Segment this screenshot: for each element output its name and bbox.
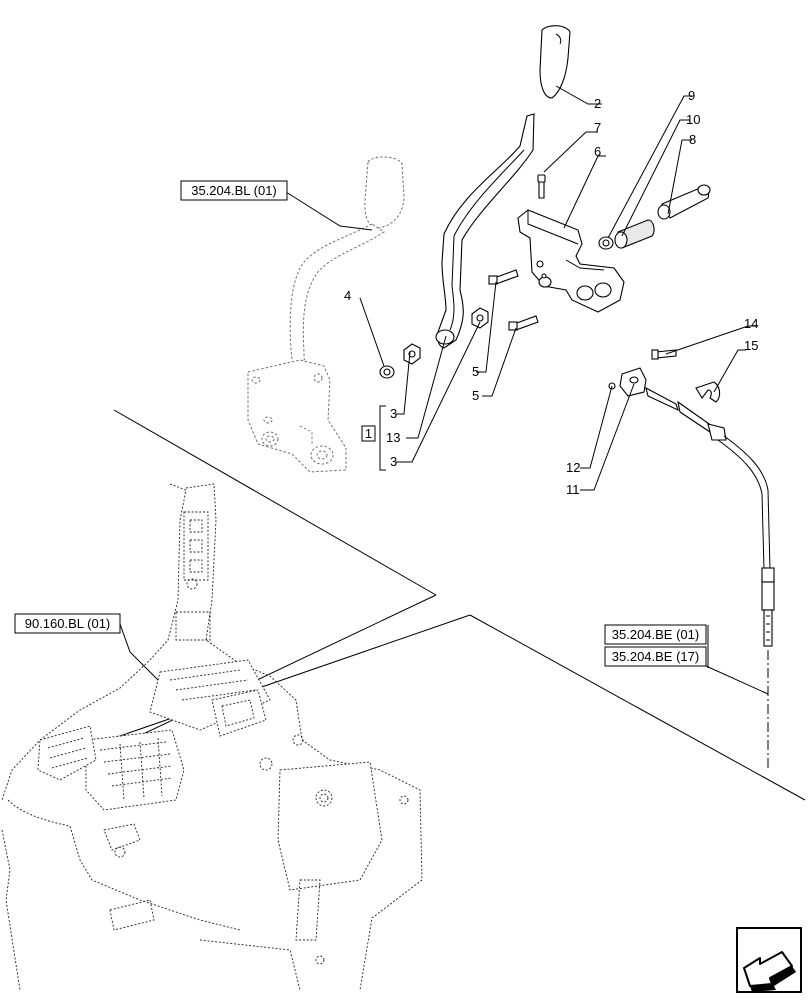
next-page-arrow-icon[interactable] bbox=[736, 927, 802, 993]
callout-8: 8 bbox=[689, 132, 696, 147]
reference-lever-ghost bbox=[247, 156, 405, 473]
callout-12: 12 bbox=[566, 460, 580, 475]
group-bracket: 1 bbox=[361, 405, 386, 471]
gear-lever bbox=[435, 113, 535, 349]
ref-box-cable-1[interactable]: 35.204.BE (01) bbox=[604, 624, 707, 645]
knob-part-2 bbox=[539, 25, 571, 99]
washer-part-4 bbox=[379, 365, 395, 379]
group-label: 1 bbox=[365, 426, 372, 441]
callout-7: 7 bbox=[594, 120, 601, 135]
callout-leaders bbox=[119, 85, 769, 695]
ref-label-cable-2: 35.204.BE (17) bbox=[612, 649, 699, 664]
callout-2: 2 bbox=[594, 96, 601, 111]
ref-label-cab: 90.160.BL (01) bbox=[25, 616, 111, 631]
callout-6: 6 bbox=[594, 144, 601, 159]
callout-numbers: 2 7 6 9 10 8 4 5 5 3 13 3 14 15 12 11 bbox=[344, 88, 758, 497]
ref-label-cable-1: 35.204.BE (01) bbox=[612, 627, 699, 642]
callout-10: 10 bbox=[686, 112, 700, 127]
bushing-set-9-10-8 bbox=[598, 184, 711, 250]
cable-body bbox=[645, 386, 775, 770]
nut-part-3-left bbox=[403, 343, 421, 365]
ref-label-lever-assembly: 35.204.BL (01) bbox=[191, 183, 277, 198]
callout-13: 13 bbox=[386, 430, 400, 445]
ref-box-lever-assembly[interactable]: 35.204.BL (01) bbox=[180, 180, 288, 201]
callout-5-upper: 5 bbox=[472, 364, 479, 379]
cab-ghost-view bbox=[1, 483, 423, 991]
callout-4: 4 bbox=[344, 288, 351, 303]
callout-15: 15 bbox=[744, 338, 758, 353]
callout-3-top: 3 bbox=[390, 406, 397, 421]
bolt-part-5-upper bbox=[488, 269, 519, 285]
callout-5-lower: 5 bbox=[472, 388, 479, 403]
callout-11: 11 bbox=[566, 482, 580, 497]
bolt-part-5-lower bbox=[508, 315, 539, 331]
ref-box-cab[interactable]: 90.160.BL (01) bbox=[14, 613, 121, 634]
ref-box-cable-2[interactable]: 35.204.BE (17) bbox=[604, 625, 709, 668]
bracket-part-6 bbox=[517, 209, 625, 313]
clip-part-15 bbox=[695, 381, 721, 403]
callout-9: 9 bbox=[688, 88, 695, 103]
view-separator-lines bbox=[93, 409, 806, 801]
nut-part-3-right bbox=[471, 307, 489, 329]
callout-14: 14 bbox=[744, 316, 758, 331]
bolt-part-7 bbox=[537, 174, 546, 199]
callout-3-bottom: 3 bbox=[390, 454, 397, 469]
cable-clevis-part-11 bbox=[608, 367, 647, 397]
